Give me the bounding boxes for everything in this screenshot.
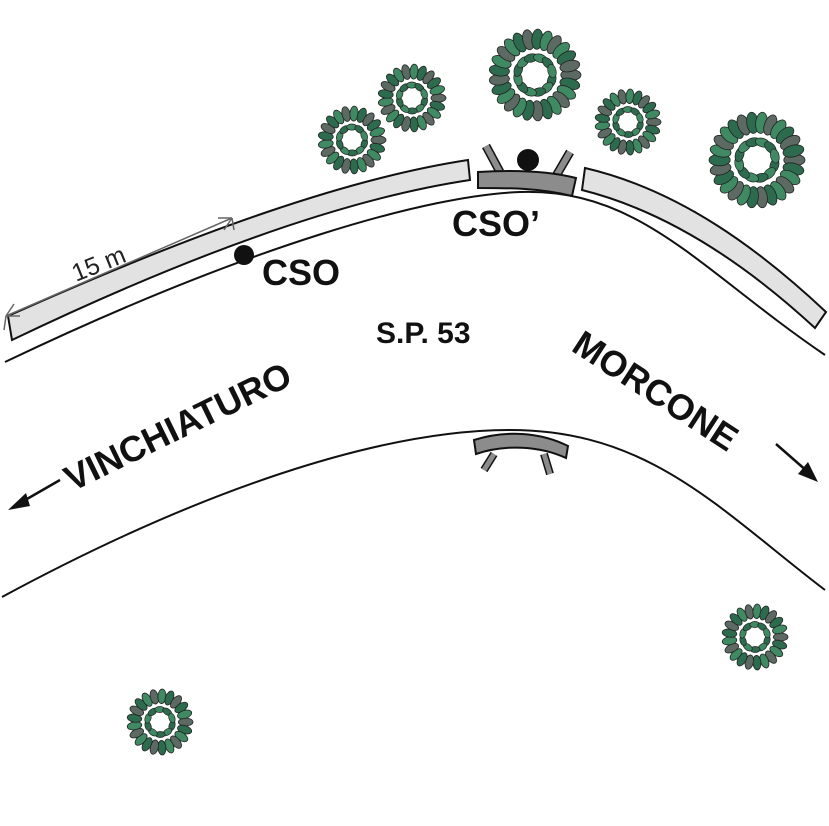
tree-icon	[377, 63, 447, 133]
station-marker-cso-prime	[517, 149, 539, 171]
tree-icon	[708, 111, 806, 209]
town-label-vinchiaturo: VINCHIATURO	[58, 354, 298, 499]
town-label-morcone: MORCONE	[566, 322, 746, 459]
barrier-right	[580, 166, 828, 330]
road-upper-edge	[4, 190, 826, 363]
station-label-cso-prime: CSO’	[452, 203, 540, 244]
barrier-left	[6, 158, 472, 342]
trees-group	[126, 28, 806, 756]
station-label-cso: CSO	[262, 252, 340, 293]
culvert-lower	[472, 432, 570, 476]
tree-icon	[488, 28, 582, 122]
tree-icon	[721, 603, 789, 671]
tree-icon	[126, 688, 194, 756]
arrow-to-morcone-icon	[775, 443, 818, 482]
tree-icon	[594, 88, 662, 156]
arrow-to-vinchiaturo-icon	[8, 478, 61, 510]
road-label: S.P. 53	[376, 317, 471, 350]
station-marker-cso	[234, 245, 254, 265]
road-lower-edge	[1, 428, 826, 598]
culvert-upper	[477, 143, 578, 198]
tree-icon	[317, 105, 387, 175]
